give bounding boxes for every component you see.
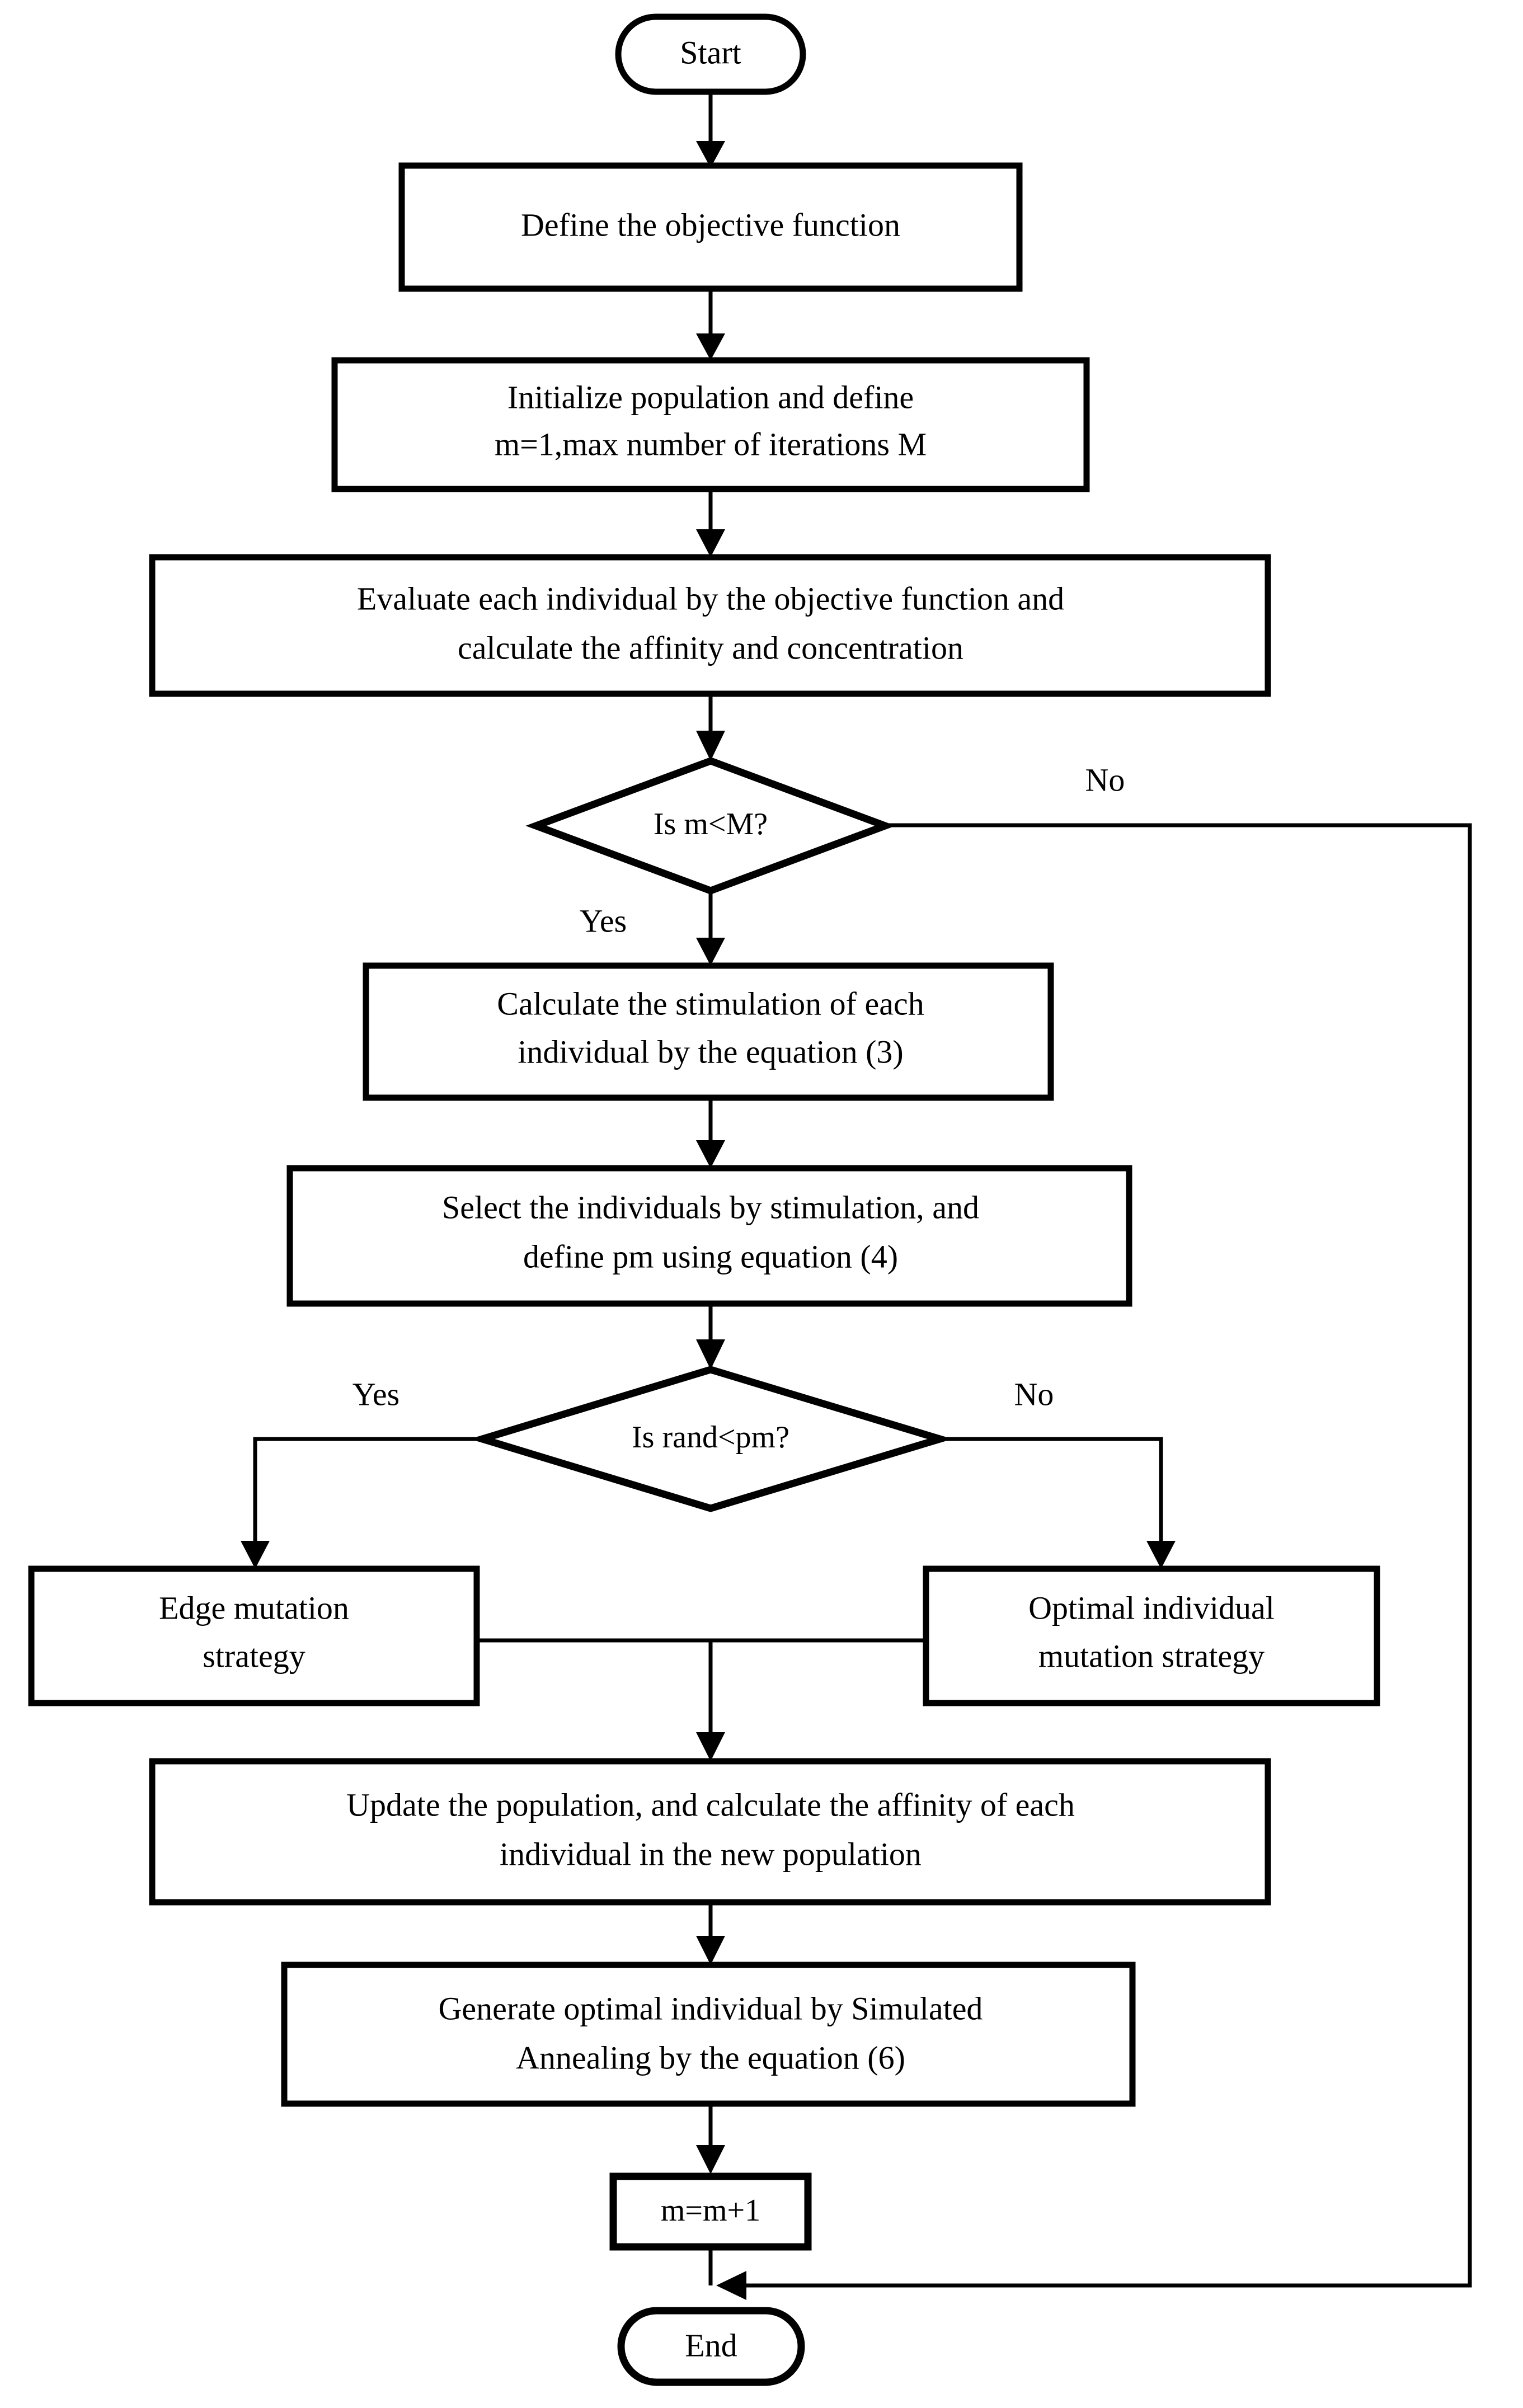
node-edge-mutation-line1: Edge mutation [159,1589,349,1626]
node-update-population-line1: Update the population, and calculate the… [346,1786,1075,1823]
edge-stimulation-to-select [696,1098,725,1168]
node-simulated-annealing-line1: Generate optimal individual by Simulated [439,1990,983,2026]
edge-decision-rand-no-to-optimal-mutation [940,1437,1176,1569]
branch-label-iter-yes: Yes [580,902,627,939]
node-define-objective[interactable]: Define the objective function [398,162,1023,292]
node-select-individuals-line1: Select the individuals by stimulation, a… [442,1189,979,1225]
node-simulated-annealing-line2: Annealing by the equation (6) [516,2039,905,2076]
edge-evaluate-to-decision-iter [696,694,725,761]
branch-label-rand-yes: Yes [352,1376,399,1412]
node-end[interactable]: End [617,2307,805,2386]
node-optimal-individual-mutation-strategy[interactable]: Optimal individual mutation strategy [923,1565,1380,1706]
edge-define-to-initialize [696,289,725,360]
node-calculate-stimulation-line1: Calculate the stimulation of each [497,985,924,1022]
node-edge-mutation-line2: strategy [203,1638,305,1674]
node-decision-is-m-less-m-label: Is m<M? [654,807,768,841]
edge-mutations-to-update-population [477,1638,926,1761]
node-decision-is-m-less-m[interactable]: Is m<M? [525,757,896,895]
node-decision-is-rand-less-pm-label: Is rand<pm? [632,1420,789,1455]
edge-decision-rand-yes-to-edge-mutation [241,1437,482,1569]
node-decision-is-rand-less-pm[interactable]: Is rand<pm? [469,1366,953,1512]
edge-update-to-annealing [696,1902,725,1965]
branch-label-rand-no: No [1014,1376,1054,1412]
edge-select-to-decision-rand [696,1304,725,1370]
node-calculate-stimulation-line2: individual by the equation (3) [518,1033,903,1070]
node-end-label: End [685,2327,737,2363]
edge-start-to-define [696,92,725,168]
node-update-population-line2: individual in the new population [500,1836,922,1872]
node-update-population[interactable]: Update the population, and calculate the… [149,1758,1271,1906]
node-increment-counter[interactable]: m=m+1 [609,2172,812,2251]
node-edge-mutation-strategy[interactable]: Edge mutation strategy [28,1565,480,1706]
node-initialize[interactable]: Initialize population and define m=1,max… [331,357,1090,492]
node-select-individuals-line2: define pm using equation (4) [523,1238,898,1274]
node-evaluate[interactable]: Evaluate each individual by the objectiv… [149,554,1271,697]
node-evaluate-line2: calculate the affinity and concentration [458,629,963,666]
edge-annealing-to-increment [696,2104,725,2174]
node-select-individuals[interactable]: Select the individuals by stimulation, a… [286,1165,1132,1307]
node-calculate-stimulation[interactable]: Calculate the stimulation of each indivi… [363,962,1054,1101]
node-start-label: Start [680,34,741,70]
node-define-objective-label: Define the objective function [521,206,900,243]
node-increment-counter-label: m=m+1 [661,2193,760,2228]
node-initialize-line2: m=1,max number of iterations M [495,426,927,462]
node-start[interactable]: Start [615,13,806,95]
node-optimal-mutation-line2: mutation strategy [1038,1638,1265,1674]
node-simulated-annealing[interactable]: Generate optimal individual by Simulated… [281,1962,1136,2107]
node-initialize-line1: Initialize population and define [507,379,914,415]
edge-initialize-to-evaluate [696,489,725,557]
node-optimal-mutation-line1: Optimal individual [1028,1589,1275,1626]
edge-decision-iter-no-to-end [716,823,1472,2300]
edge-decision-iter-yes-to-stimulation [696,891,725,966]
branch-label-iter-no: No [1085,761,1125,798]
node-evaluate-line1: Evaluate each individual by the objectiv… [357,580,1064,617]
